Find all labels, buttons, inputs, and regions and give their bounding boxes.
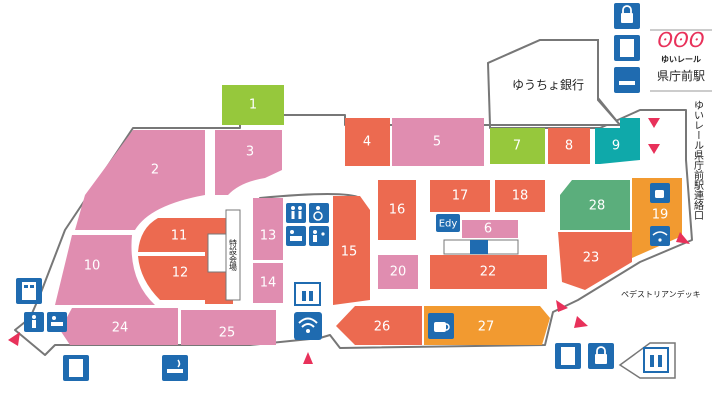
svg-text:12: 12 [172,266,189,281]
svg-text:4: 4 [363,135,371,150]
baby-changing-icon [286,226,306,246]
store-6[interactable]: 6 [462,220,518,238]
store-4[interactable]: 4 [345,118,390,166]
restroom-icon [286,203,306,223]
entrance-arrow-icon [8,118,690,364]
store-2[interactable]: 2 [75,130,205,230]
svg-text:25: 25 [219,326,236,341]
store-25[interactable]: 25 [181,310,276,345]
svg-text:18: 18 [512,189,529,204]
store-22[interactable]: 22 [430,255,547,289]
family-restroom-icon [309,226,329,246]
svg-text:13: 13 [260,229,277,244]
restroom-icon [24,312,44,332]
store-1[interactable]: 1 [222,85,284,125]
svg-text:1: 1 [249,98,257,113]
locker-icon [588,343,614,369]
store-10[interactable]: 10 [55,235,155,305]
store-15[interactable]: 15 [333,196,370,305]
svg-text:5: 5 [433,135,441,150]
svg-text:28: 28 [589,199,606,214]
svg-text:11: 11 [171,229,188,244]
svg-text:17: 17 [452,189,469,204]
edy-label: Edy [439,219,458,230]
special-venue-label: 特設会場 [229,238,238,272]
elevator-icon [618,342,676,379]
vending-machine-icon [63,355,89,381]
svg-text:15: 15 [341,245,358,260]
store-26[interactable]: 26 [336,306,422,345]
store-24[interactable]: 24 [60,308,178,345]
bank-area [486,39,623,126]
cafe-icon [650,183,670,203]
deck-label: ペデストリアンデッキ [621,289,701,299]
store-28[interactable]: 28 [560,180,630,230]
bank-label: ゆうちょ銀行 [512,78,584,92]
svg-text:27: 27 [478,320,495,335]
store-14[interactable]: 14 [253,263,283,303]
vending-machine-icon [555,343,581,369]
store-8[interactable]: 8 [548,128,590,164]
svg-text:16: 16 [389,203,406,218]
edy-badge: Edy [436,214,460,232]
store-27[interactable]: 27 [424,306,550,345]
store-9[interactable]: 9 [595,118,640,164]
logo-brand-text: ゆいレール [661,55,701,64]
svg-text:7: 7 [513,139,521,154]
svg-text:9: 9 [612,139,620,154]
elevator-icon [294,282,321,306]
connection-label: ゆいレール県庁前駅連絡口 [692,100,704,220]
svg-text:14: 14 [260,276,277,291]
store-5[interactable]: 5 [392,118,484,166]
store-17[interactable]: 17 [430,180,490,212]
store-3[interactable]: 3 [215,130,282,195]
vending-machine-icon [614,35,640,61]
store-23[interactable]: 23 [558,232,632,290]
svg-text:22: 22 [480,265,497,280]
smoking-icon [162,355,188,381]
svg-text:2: 2 [151,163,159,178]
svg-text:3: 3 [246,145,254,160]
special-venue: 特設会場 [225,209,241,301]
vending-machine-icon [16,278,42,304]
wifi-icon [650,226,670,246]
yui-rail-logo: ʘʘʘ ゆいレール 県庁前駅 [650,28,712,92]
wifi-icon [294,312,322,340]
svg-text:8: 8 [565,139,573,154]
smoking-icon [614,67,640,93]
cafe-icon [428,313,454,339]
store-18[interactable]: 18 [495,180,545,212]
svg-text:6: 6 [484,222,492,237]
svg-text:20: 20 [390,265,407,280]
logo-station: 県庁前駅 [657,68,705,83]
store-7[interactable]: 7 [490,128,545,164]
baby-changing-icon [47,312,67,332]
svg-text:24: 24 [112,321,129,336]
svg-text:10: 10 [84,259,101,274]
store-16[interactable]: 16 [378,180,416,240]
svg-text:26: 26 [374,320,391,335]
wheelchair-icon [309,203,329,223]
svg-text:23: 23 [583,251,600,266]
store-20[interactable]: 20 [378,255,418,289]
svg-text:ʘʘʘ: ʘʘʘ [657,28,704,52]
store-12[interactable]: 12 [138,256,205,300]
svg-text:19: 19 [652,208,669,223]
escalator-center [443,239,519,255]
store-11[interactable]: 11 [138,218,205,252]
store-13[interactable]: 13 [253,198,283,260]
locker-icon [614,3,640,29]
